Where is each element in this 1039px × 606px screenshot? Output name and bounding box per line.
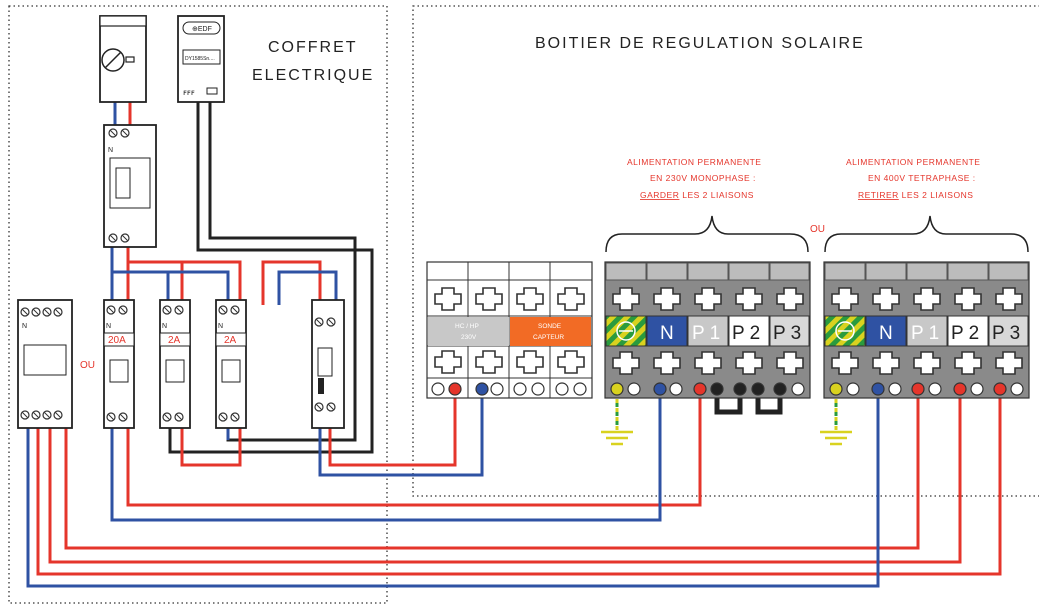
boitier-enclosure <box>412 5 1039 497</box>
edf-meter: ⊕EDF DY1585Sn.... ꜰꜰꜰ <box>177 15 225 103</box>
earth-symbol-tri <box>820 430 852 446</box>
b20-n-label: N <box>106 323 111 330</box>
terminal-block-mono: N P 1 P 2 P 3 <box>604 261 811 399</box>
brace-tri <box>824 215 1029 253</box>
brace-mono <box>605 215 809 253</box>
meter-display: DY1585Sn.... <box>185 56 215 62</box>
breaker-20a: N 20A <box>103 299 135 429</box>
tri-n: N <box>879 323 893 344</box>
mono-n: N <box>660 323 674 344</box>
edf-logo: ⊕EDF <box>192 26 212 33</box>
mono-p1: P 1 <box>692 323 720 344</box>
contactor-hchp <box>311 299 345 429</box>
wires <box>26 100 1002 588</box>
diff-n-label: N <box>108 147 113 154</box>
breaker-2a-2-label: 2A <box>224 335 237 346</box>
mono-p2: P 2 <box>732 323 760 344</box>
breaker-20a-label: 20A <box>108 335 126 346</box>
tri-p2: P 2 <box>951 323 979 344</box>
breaker-2a-1: N 2A <box>159 299 191 429</box>
differential-breaker: N <box>103 124 157 248</box>
meter-terminals: ꜰꜰꜰ <box>183 88 195 97</box>
sonde-label-2: CAPTEUR <box>533 334 564 341</box>
mono-caption-3: GARDER LES 2 LIAISONS <box>640 190 754 200</box>
mono-p3: P 3 <box>773 323 801 344</box>
tri-caption-1: ALIMENTATION PERMANENTE <box>846 157 980 167</box>
coffret-title-line2: ELECTRIQUE <box>252 67 374 84</box>
earth-symbol-mono <box>601 430 633 446</box>
mono-caption-1: ALIMENTATION PERMANENTE <box>627 157 761 167</box>
terminal-block-hchp-sonde: HC / HP 230V SONDE CAPTEUR <box>426 261 593 399</box>
hchp-label-1: HC / HP <box>455 323 479 330</box>
tri-caption-3-keep: RETIRER <box>858 190 899 200</box>
tri-caption-3-rest: LES 2 LIAISONS <box>899 190 974 200</box>
sonde-label-1: SONDE <box>538 323 562 330</box>
tri-caption-3: RETIRER LES 2 LIAISONS <box>858 190 973 200</box>
breaker-2a-1-label: 2A <box>168 335 181 346</box>
fourpole-n-label: N <box>22 323 27 330</box>
ou-between-blocks: OU <box>810 224 825 235</box>
b2a1-n-label: N <box>162 323 167 330</box>
b2a2-n-label: N <box>218 323 223 330</box>
tri-p1: P 1 <box>911 323 939 344</box>
main-switch <box>99 15 147 103</box>
four-pole-breaker: N <box>17 299 73 429</box>
coffret-title-line1: COFFRET <box>268 39 358 56</box>
coffret-enclosure <box>8 5 388 604</box>
ou-label-breakers: OU <box>80 360 95 371</box>
mono-caption-3-keep: GARDER <box>640 190 679 200</box>
breaker-2a-2: N 2A <box>215 299 247 429</box>
tri-caption-2: EN 400V TETRAPHASE : <box>868 173 976 183</box>
terminal-block-tri: N P 1 P 2 P 3 <box>823 261 1030 399</box>
tri-p3: P 3 <box>992 323 1020 344</box>
hchp-label-2: 230V <box>461 334 477 341</box>
mono-caption-2: EN 230V MONOPHASE : <box>650 173 756 183</box>
boitier-title: BOITIER DE REGULATION SOLAIRE <box>535 35 865 52</box>
mono-caption-3-rest: LES 2 LIAISONS <box>679 190 754 200</box>
